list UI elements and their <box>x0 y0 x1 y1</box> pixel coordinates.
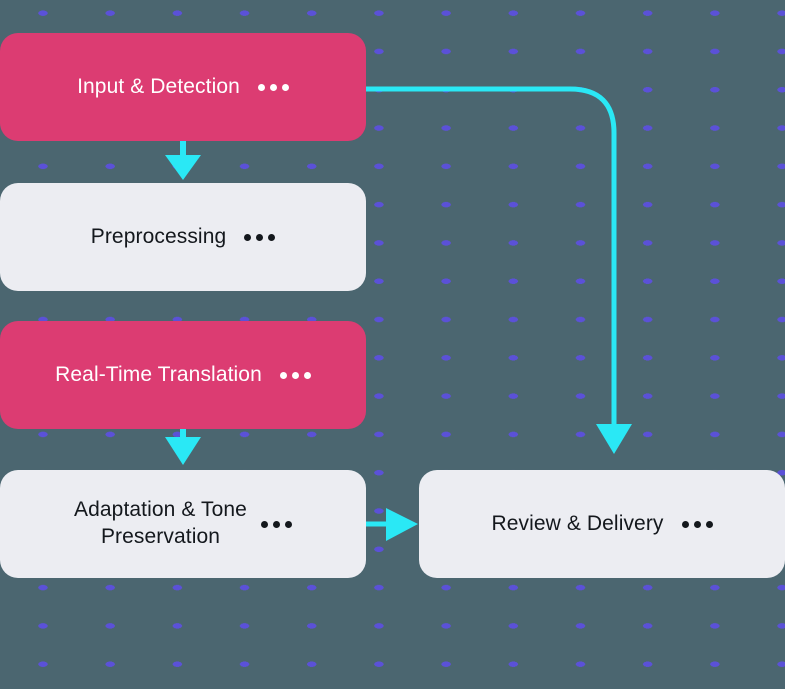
flow-node-label: Preprocessing <box>90 224 227 248</box>
flow-node-realtime-translation[interactable]: Real-Time Translation <box>0 321 366 429</box>
ellipsis-dot <box>705 520 713 528</box>
flow-node-label: Review & Delivery <box>491 511 664 535</box>
ellipsis-dot <box>681 520 689 528</box>
flow-node-label: Adaptation & Tone Preservation <box>74 498 247 548</box>
flow-node-input-detection[interactable]: Input & Detection <box>0 33 366 141</box>
ellipsis-icon[interactable] <box>681 520 713 528</box>
ellipsis-dot <box>256 233 264 241</box>
flow-node-label: Input & Detection <box>77 74 240 98</box>
flow-node-preprocessing[interactable]: Preprocessing <box>0 183 366 291</box>
ellipsis-dot <box>284 520 292 528</box>
ellipsis-dot <box>269 83 277 91</box>
ellipsis-dot <box>272 520 280 528</box>
ellipsis-dot <box>244 233 252 241</box>
ellipsis-dot <box>291 371 299 379</box>
ellipsis-dot <box>260 520 268 528</box>
flow-node-adaptation-tone[interactable]: Adaptation & Tone Preservation <box>0 470 366 578</box>
ellipsis-icon[interactable] <box>257 83 289 91</box>
ellipsis-icon[interactable] <box>244 233 276 241</box>
ellipsis-dot <box>303 371 311 379</box>
flow-node-label: Real-Time Translation <box>55 362 262 386</box>
ellipsis-dot <box>281 83 289 91</box>
ellipsis-dot <box>268 233 276 241</box>
ellipsis-dot <box>279 371 287 379</box>
ellipsis-icon[interactable] <box>279 371 311 379</box>
flow-node-review-delivery[interactable]: Review & Delivery <box>419 470 785 578</box>
ellipsis-icon[interactable] <box>260 520 292 528</box>
ellipsis-dot <box>693 520 701 528</box>
ellipsis-dot <box>257 83 265 91</box>
